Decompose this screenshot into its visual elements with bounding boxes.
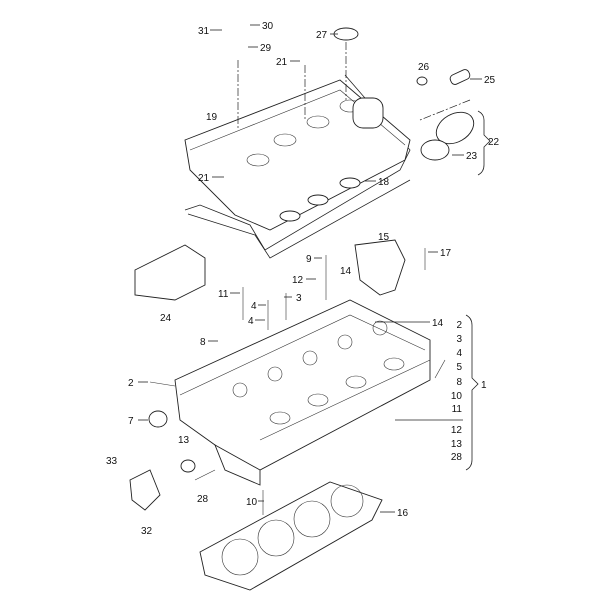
callout-17: 17: [440, 248, 452, 259]
callouts: 31 30 29 27 21 26 25 19 22 23 21 18 15 1…: [106, 21, 500, 537]
bracket: [354, 239, 406, 296]
group-item: 10: [451, 391, 463, 402]
group-item: 2: [456, 320, 462, 331]
callout-25: 25: [484, 75, 496, 86]
callout-28: 28: [197, 494, 209, 505]
callout-2: 2: [128, 378, 134, 389]
callout-18: 18: [378, 177, 390, 188]
seal-13: [180, 459, 196, 473]
group-label: 1: [481, 380, 487, 391]
callout-16: 16: [397, 508, 409, 519]
group-bracket: [465, 314, 479, 471]
group-item: 5: [456, 362, 462, 373]
callout-14a: 14: [340, 266, 352, 277]
cylinder-head-cover: [184, 79, 411, 231]
cylinder-head-gasket: [199, 481, 383, 591]
assembly-group-list: 2 3 4 5 8 10 11 12 13 28 1: [451, 320, 487, 463]
callout-22: 22: [488, 137, 500, 148]
callout-3: 3: [296, 293, 302, 304]
oil-seal: [148, 410, 168, 428]
group-item: 28: [451, 452, 463, 463]
callout-9: 9: [306, 254, 312, 265]
group-item: 8: [456, 377, 462, 388]
callout-21: 21: [276, 57, 288, 68]
callout-21b: 21: [198, 173, 210, 184]
hall-sender: [129, 469, 161, 511]
callout-33: 33: [106, 456, 118, 467]
callout-30: 30: [262, 21, 274, 32]
callout-24: 24: [160, 313, 172, 324]
callout-29: 29: [260, 43, 272, 54]
callout-4a: 4: [251, 301, 257, 312]
callout-13: 13: [178, 435, 190, 446]
seal-ring: [416, 76, 428, 86]
callout-12: 12: [292, 275, 304, 286]
cylinder-head: [174, 299, 431, 486]
group-item: 12: [451, 425, 463, 436]
callout-32: 32: [141, 526, 153, 537]
callout-26: 26: [418, 62, 430, 73]
callout-14b: 14: [432, 318, 444, 329]
bearing-cap: [134, 244, 206, 301]
callout-23: 23: [466, 151, 478, 162]
callout-15: 15: [378, 232, 390, 243]
callout-27: 27: [316, 30, 328, 41]
callout-8: 8: [200, 337, 206, 348]
callout-7: 7: [128, 416, 134, 427]
callout-4b: 4: [248, 316, 254, 327]
bolts: [149, 248, 446, 515]
callout-31: 31: [198, 26, 210, 37]
callout-11: 11: [218, 289, 229, 300]
callout-19: 19: [206, 112, 218, 123]
oil-filler-cap: [420, 111, 475, 161]
group-item: 13: [451, 439, 463, 450]
group-item: 3: [456, 334, 462, 345]
assembly-lines: [237, 42, 471, 130]
callout-10: 10: [246, 497, 258, 508]
group-item: 11: [452, 404, 463, 415]
breather-hose: [449, 69, 471, 85]
group-item: 4: [456, 348, 462, 359]
